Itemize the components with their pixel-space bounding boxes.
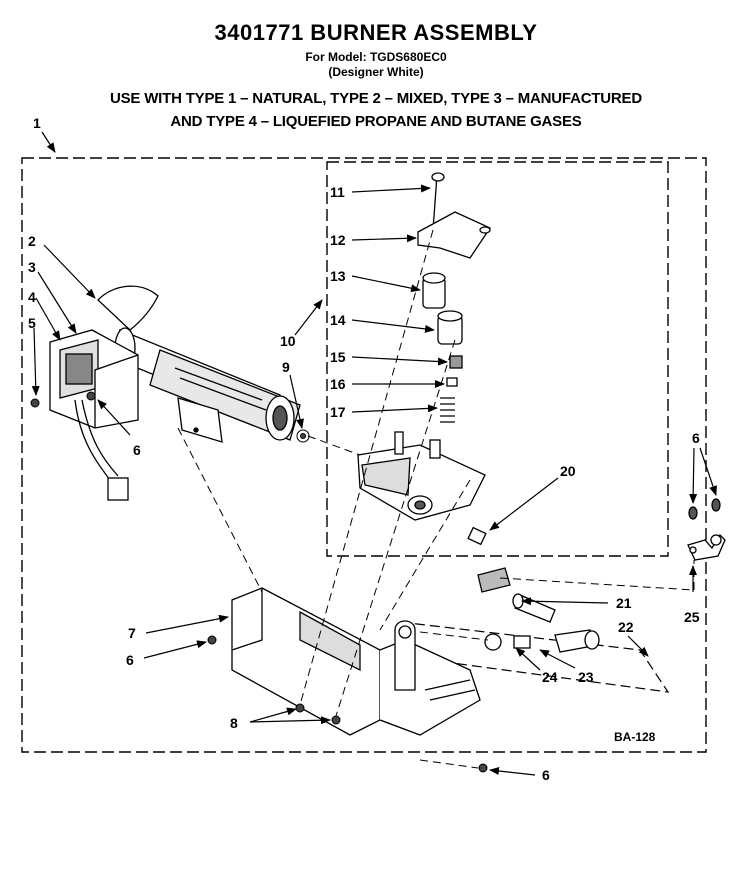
callout-6-left: 6 — [133, 442, 141, 458]
callout-22: 22 — [618, 619, 634, 635]
callout-21: 21 — [616, 595, 632, 611]
ignitor-bracket — [49, 329, 139, 429]
callout-labels: 1 2 3 4 5 6 6 6 6 7 8 9 10 11 12 13 14 1… — [28, 115, 700, 783]
diagram-code: BA-128 — [614, 730, 656, 744]
callout-12: 12 — [330, 232, 346, 248]
callout-5: 5 — [28, 315, 36, 331]
callout-6-right: 6 — [692, 430, 700, 446]
callout-15: 15 — [330, 349, 346, 365]
mounting-bracket — [231, 587, 481, 736]
callout-24: 24 — [542, 669, 558, 685]
usage-line-2: AND TYPE 4 – LIQUEFIED PROPANE AND BUTAN… — [170, 113, 582, 130]
pipe-nipple — [477, 567, 556, 623]
callout-6-base: 6 — [126, 652, 134, 668]
pipe-clamp — [687, 498, 726, 561]
callout-17: 17 — [330, 404, 346, 420]
callout-20: 20 — [560, 463, 576, 479]
model-line: For Model: TGDS680EC0 — [305, 50, 447, 64]
callout-6-bottom: 6 — [542, 767, 550, 783]
callout-13: 13 — [330, 268, 346, 284]
callout-8: 8 — [230, 715, 238, 731]
callout-leaders — [31, 131, 717, 776]
callout-14: 14 — [330, 312, 346, 328]
valve-assembly — [357, 172, 491, 546]
assembly-boundary — [21, 157, 707, 753]
valve-subassembly-boundary — [326, 161, 669, 557]
callout-3: 3 — [28, 259, 36, 275]
fittings — [484, 629, 600, 653]
callout-16: 16 — [330, 376, 346, 392]
burner-bracket — [177, 397, 223, 443]
callout-7: 7 — [128, 625, 136, 641]
callout-1: 1 — [33, 115, 41, 131]
callout-11: 11 — [330, 184, 345, 200]
usage-line-1: USE WITH TYPE 1 – NATURAL, TYPE 2 – MIXE… — [110, 90, 642, 107]
callout-9: 9 — [282, 359, 290, 375]
callout-23: 23 — [578, 669, 594, 685]
callout-4: 4 — [28, 289, 36, 305]
finish-line: (Designer White) — [328, 65, 424, 79]
callout-25: 25 — [684, 609, 700, 625]
ignitor-wire — [74, 399, 129, 501]
alignment-lines — [177, 229, 695, 769]
callout-10: 10 — [280, 333, 296, 349]
callout-2: 2 — [28, 233, 36, 249]
page-title: 3401771 BURNER ASSEMBLY — [214, 20, 538, 45]
